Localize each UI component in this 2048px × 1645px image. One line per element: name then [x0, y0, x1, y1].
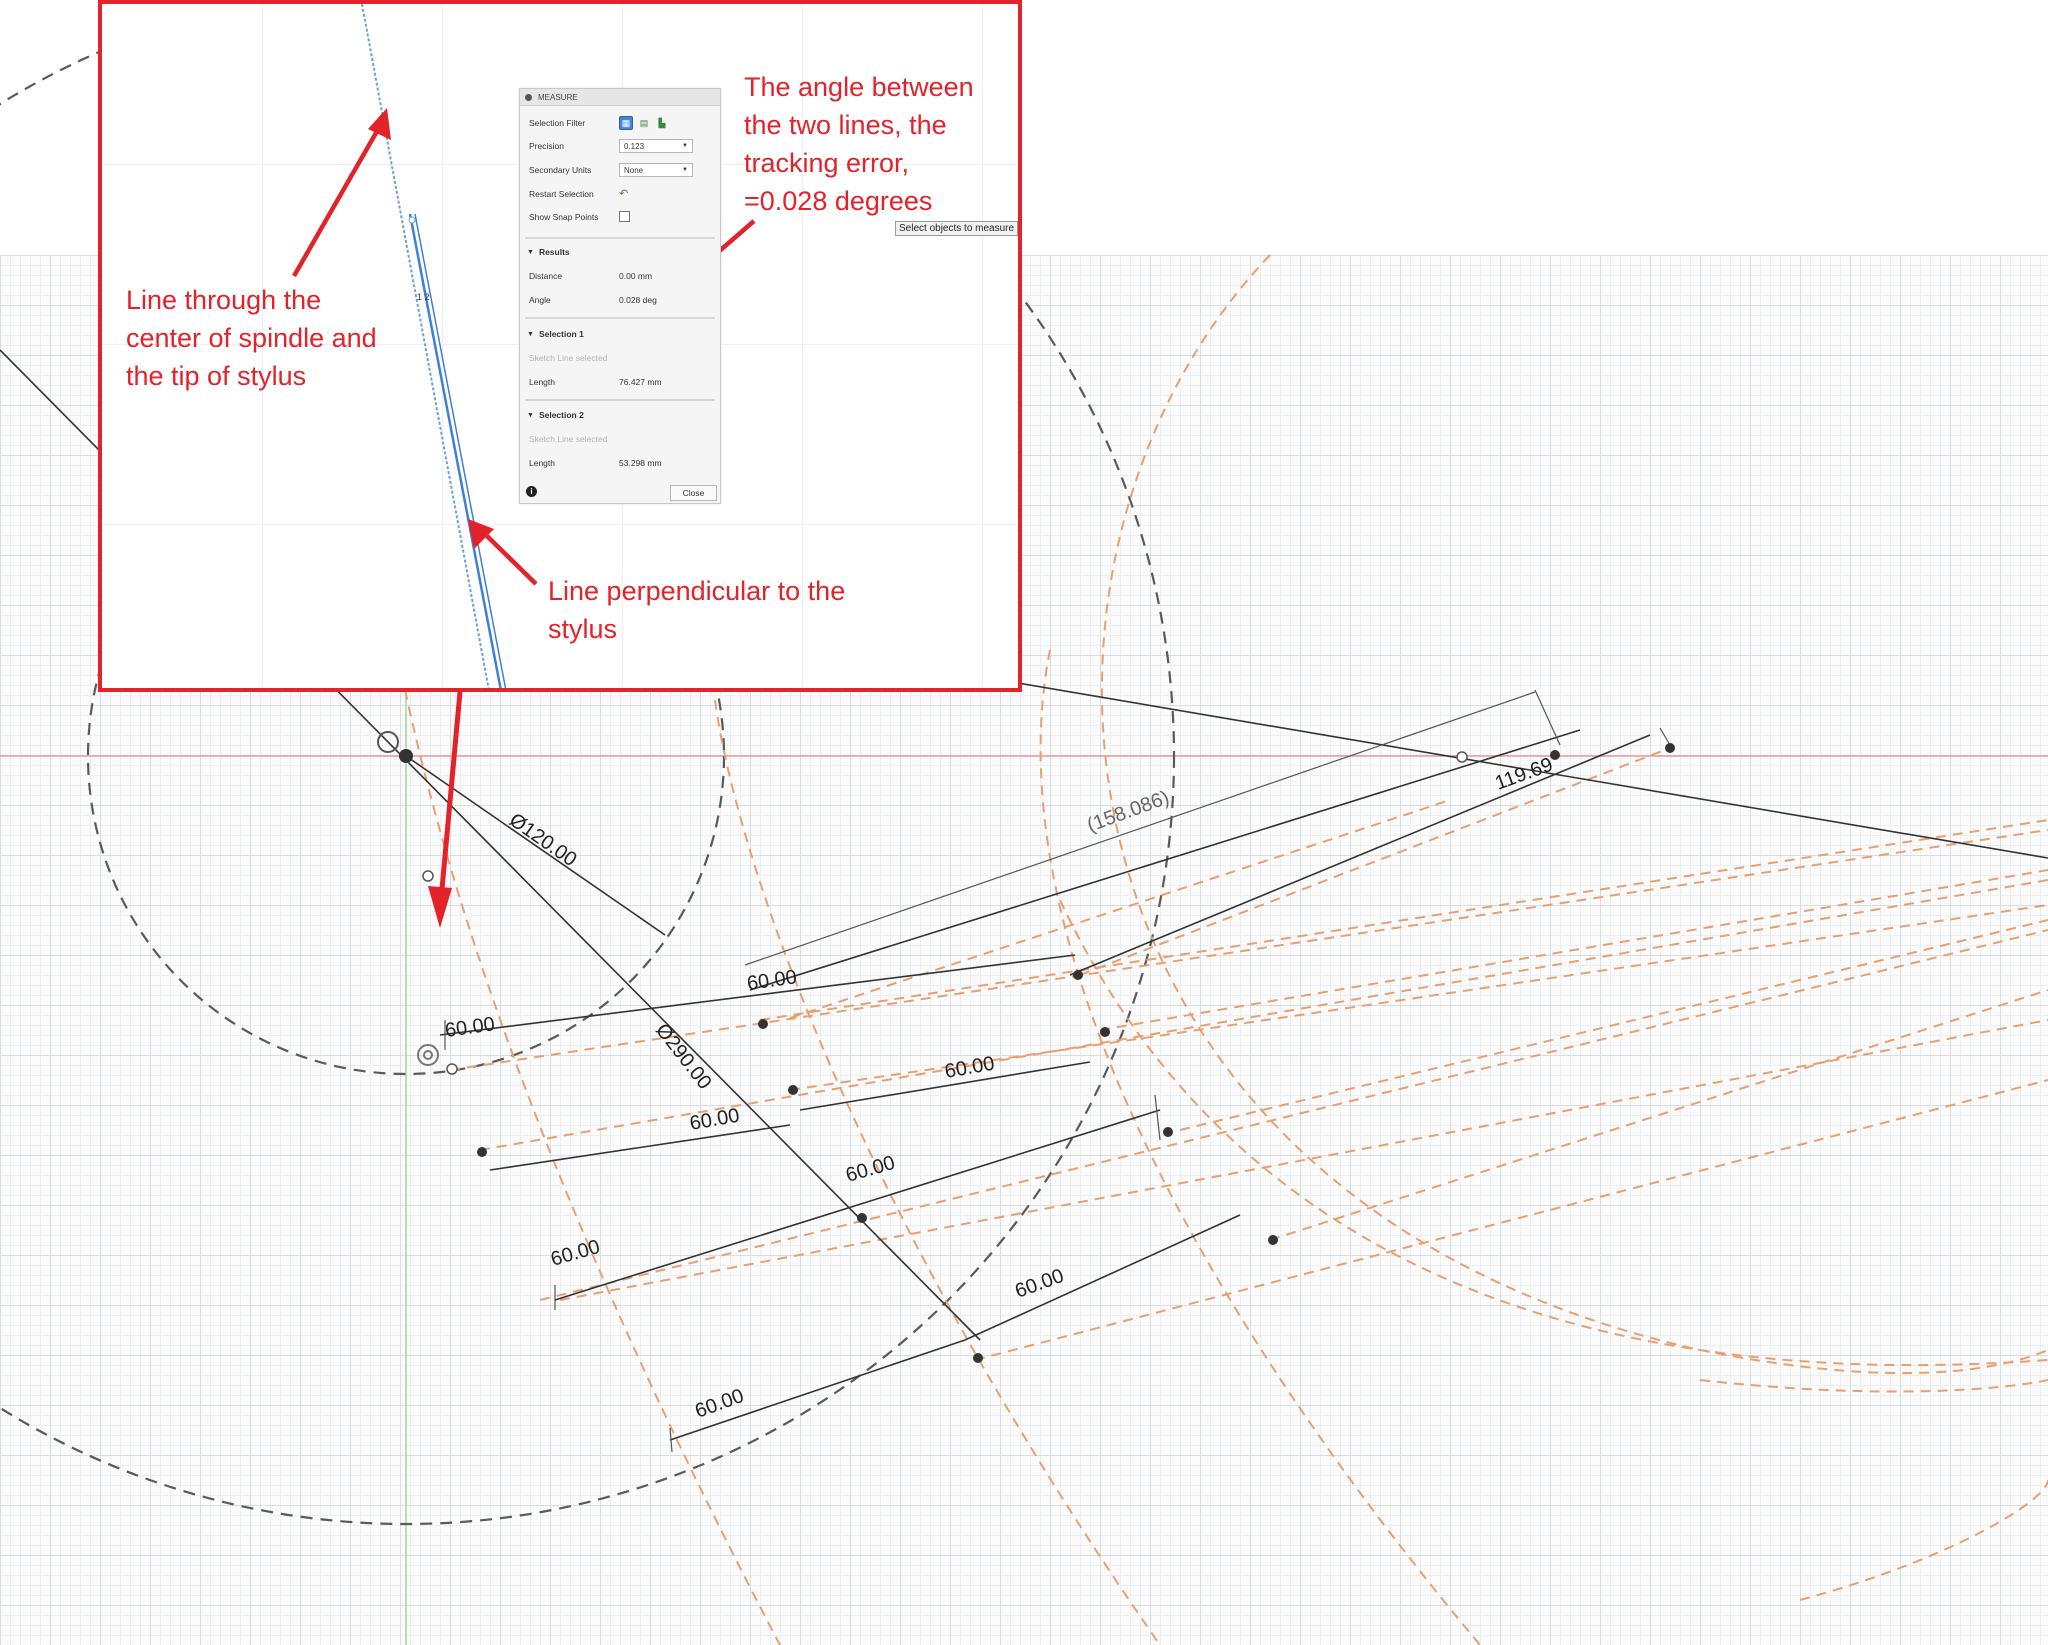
selection-filter-label: Selection Filter: [529, 118, 586, 128]
spindle-center-point: [399, 749, 413, 763]
info-icon[interactable]: i: [526, 486, 537, 497]
selection1-length-value: 76.427 mm: [619, 377, 662, 387]
dim-dia-120: Ø120.00: [505, 809, 580, 871]
precision-dropdown[interactable]: 0.123 ▼: [619, 139, 693, 153]
show-snap-points-label: Show Snap Points: [529, 211, 599, 222]
angle-value: 0.028 deg: [619, 295, 657, 305]
show-snap-points-checkbox[interactable]: [619, 211, 630, 222]
dim-60-5: 60.00: [843, 1152, 897, 1187]
orange-arc-6: [1799, 1479, 2048, 1601]
selection1-type: Sketch Line selected: [529, 353, 608, 363]
measure-dialog-title: MEASURE: [538, 92, 578, 102]
distance-value: 0.00 mm: [619, 271, 653, 281]
selection2-length-value: 53.298 mm: [619, 458, 662, 468]
triangle-down-icon: ▼: [527, 411, 534, 419]
dim-len-119: 119.69: [1492, 754, 1556, 795]
results-section-header[interactable]: ▼ Results: [527, 247, 570, 257]
secondary-units-value: None: [624, 165, 644, 175]
dim-60-4: 60.00: [688, 1105, 741, 1135]
zoom-inset: 1 2 MEASURE Selection Filter ▦ ▤ ▙: [98, 0, 1022, 692]
secondary-units-label: Secondary Units: [529, 165, 592, 175]
dialog-collapse-icon[interactable]: [525, 93, 532, 101]
selection2-type: Sketch Line selected: [529, 434, 608, 444]
orange-arc-2: [714, 699, 1161, 1645]
triangle-down-icon: ▼: [527, 330, 534, 338]
selection2-section-header[interactable]: ▼ Selection 2: [527, 410, 584, 420]
divider: [525, 399, 715, 401]
distance-label: Distance: [529, 271, 563, 281]
measure-dialog: MEASURE Selection Filter ▦ ▤ ▙ Precision…: [519, 88, 721, 504]
dim-60-6: 60.00: [548, 1236, 602, 1271]
chevron-down-icon: ▼: [682, 167, 688, 173]
divider: [525, 237, 715, 239]
stylus-tip-icon: [417, 1044, 439, 1066]
dim-ref-158: (158.086): [1084, 787, 1172, 837]
dim-60-2: 60.00: [444, 1013, 497, 1042]
ref-line-long: [999, 679, 2048, 859]
filter-face-icon[interactable]: ▦: [619, 116, 633, 130]
orange-arc-3: [1039, 649, 1481, 1645]
triangle-down-icon: ▼: [527, 248, 534, 256]
filter-body-icon[interactable]: ▤: [639, 117, 649, 128]
precision-label: Precision: [529, 141, 564, 151]
close-button[interactable]: Close: [670, 485, 717, 501]
line-markers: 1 2: [417, 292, 430, 302]
measure-tooltip: Select objects to measure: [895, 221, 1018, 236]
divider: [525, 317, 715, 319]
perpendicular-line: [408, 213, 502, 688]
chevron-down-icon: ▼: [682, 143, 688, 149]
restart-selection-icon[interactable]: ↶: [619, 188, 629, 200]
measure-dialog-header: MEASURE: [520, 89, 720, 106]
orange-arc-5: [1059, 899, 2048, 1367]
filter-component-icon[interactable]: ▙: [658, 117, 666, 128]
orange-arc-4: [1101, 254, 2048, 1375]
orange-arc-7: [1699, 1379, 2048, 1393]
spindle-stylus-line: [361, 4, 490, 688]
selection2-length-label: Length: [529, 458, 555, 468]
annotation-angle: The angle between the two lines, the tra…: [744, 72, 974, 216]
circle-dia-120: [86, 436, 726, 1076]
restart-selection-label: Restart Selection: [529, 188, 594, 199]
annotation-spindle-line: Line through the center of spindle and t…: [126, 285, 377, 391]
precision-value: 0.123: [624, 141, 645, 151]
angle-label: Angle: [529, 295, 551, 305]
selection1-length-label: Length: [529, 377, 555, 387]
circle-dia-290: [0, 0, 1175, 1525]
orange-arc-1: [404, 689, 781, 1645]
selection1-section-header[interactable]: ▼ Selection 1: [527, 329, 584, 339]
annotation-perpendicular-line: Line perpendicular to the stylus: [548, 576, 846, 644]
secondary-units-dropdown[interactable]: None ▼: [619, 163, 693, 177]
